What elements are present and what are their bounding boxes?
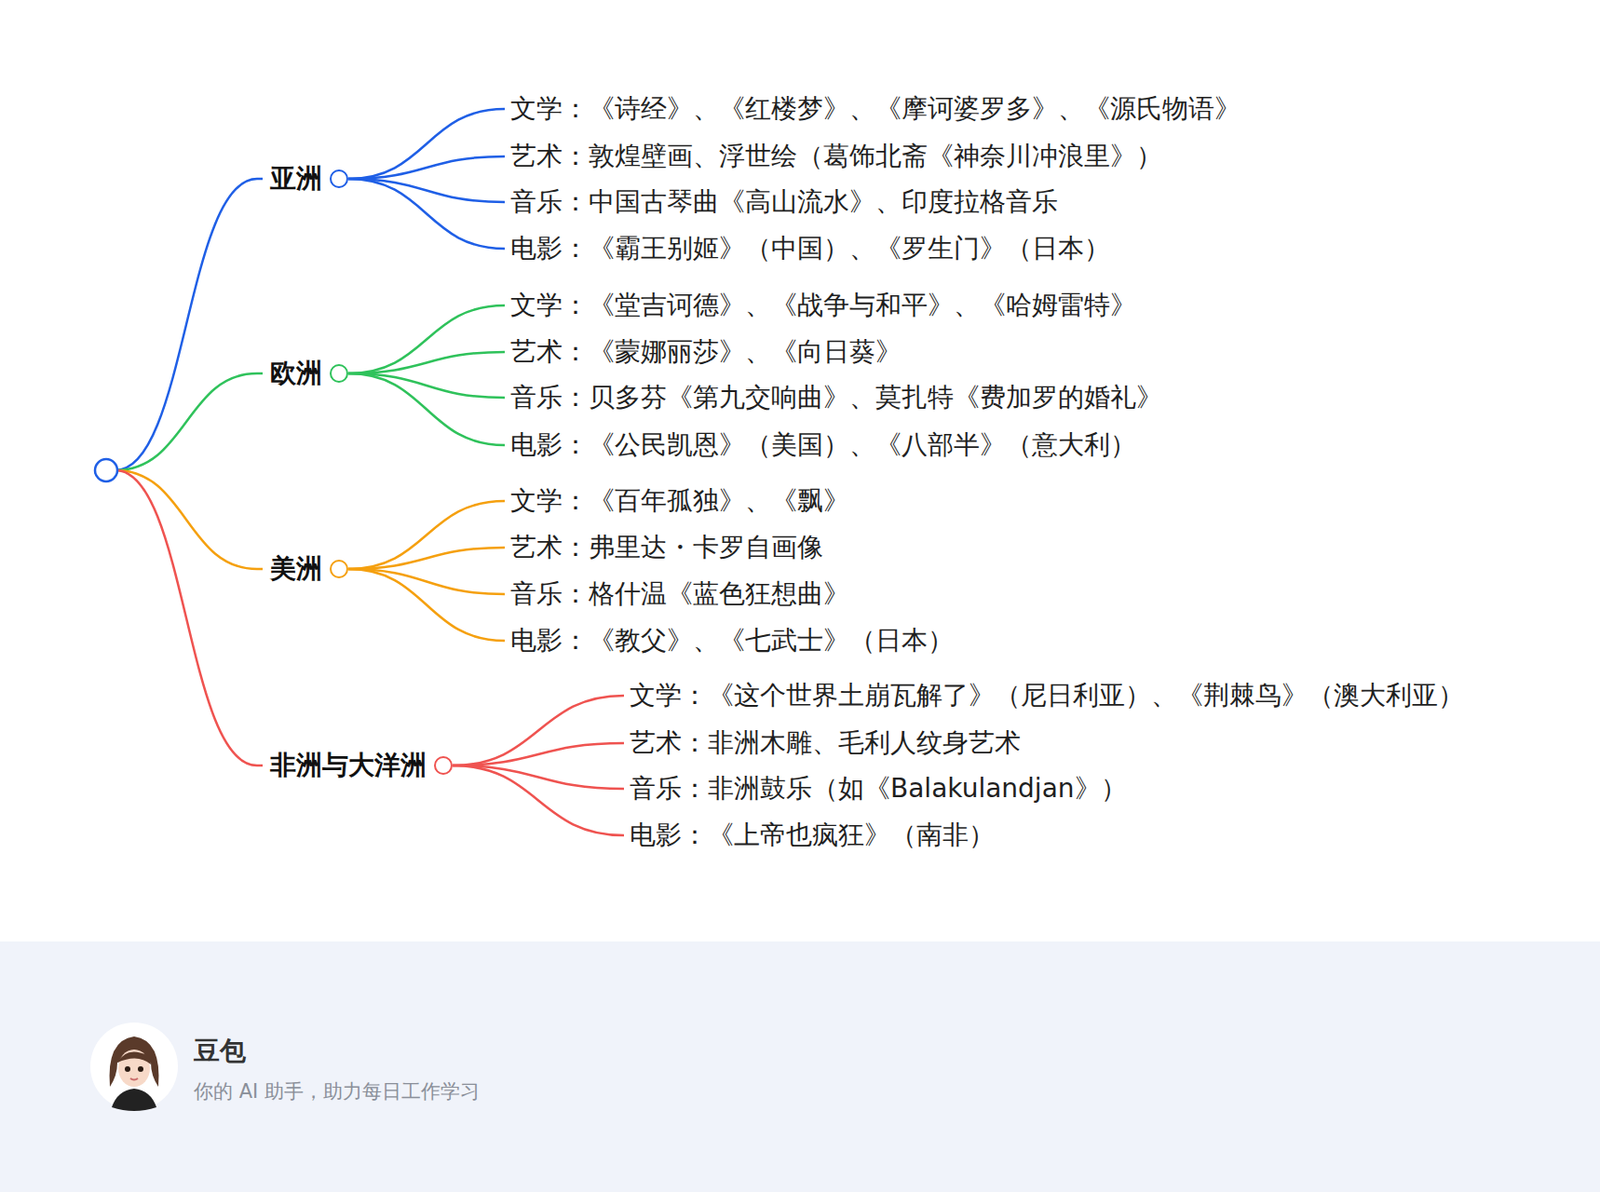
branch-node: 亚洲 — [270, 161, 349, 197]
branch-connector — [348, 373, 505, 446]
leaf-label: 音乐：中国古琴曲《高山流水》、印度拉格音乐 — [510, 184, 1058, 220]
leaf-label: 音乐：非洲鼓乐（如《Balakulandjan》） — [629, 771, 1127, 807]
leaf-node: 艺术：弗里达・卡罗自画像 — [510, 529, 824, 566]
leaf-node: 文学：《堂吉诃德》、《战争与和平》、《哈姆雷特》 — [510, 287, 1137, 324]
branch-connector — [348, 569, 505, 641]
leaf-node: 文学：《这个世界土崩瓦解了》（尼日利亚）、《荆棘鸟》（澳大利亚） — [629, 677, 1465, 714]
avatar-icon — [89, 1021, 179, 1112]
leaf-node: 电影：《上帝也疯狂》（南非） — [629, 817, 995, 854]
trunk-line — [115, 178, 263, 471]
leaf-label: 电影：《霸王别姬》（中国）、《罗生门》（日本） — [510, 230, 1111, 267]
leaf-node: 艺术：敦煌壁画、浮世绘（葛饰北斋《神奈川冲浪里》） — [510, 138, 1163, 175]
trunk-line — [115, 470, 263, 570]
leaf-node: 艺术：非洲木雕、毛利人纹身艺术 — [629, 725, 1021, 761]
leaf-label: 文学：《诗经》、《红楼梦》、《摩诃婆罗多》、《源氏物语》 — [510, 91, 1241, 127]
branch-dot — [433, 756, 453, 775]
trunk-line — [115, 470, 263, 766]
leaf-label: 文学：《堂吉诃德》、《战争与和平》、《哈姆雷特》 — [510, 287, 1137, 324]
leaf-label: 文学：《百年孤独》、《飘》 — [510, 483, 850, 519]
leaf-label: 音乐：贝多芬《第九交响曲》、莫扎特《费加罗的婚礼》 — [510, 379, 1163, 416]
leaf-node: 音乐：非洲鼓乐（如《Balakulandjan》） — [629, 771, 1127, 807]
leaf-node: 音乐：中国古琴曲《高山流水》、印度拉格音乐 — [510, 184, 1058, 220]
branch-label: 美洲 — [270, 551, 323, 587]
leaf-label: 文学：《这个世界土崩瓦解了》（尼日利亚）、《荆棘鸟》（澳大利亚） — [629, 677, 1465, 714]
footer-band — [0, 941, 1600, 1192]
branch-connector — [452, 695, 624, 766]
branch-node: 美洲 — [270, 551, 349, 587]
leaf-label: 艺术：弗里达・卡罗自画像 — [510, 529, 824, 566]
leaf-node: 音乐：格什温《蓝色狂想曲》 — [510, 576, 850, 612]
leaf-label: 电影：《公民凯恩》（美国）、《八部半》（意大利） — [510, 427, 1137, 463]
branch-connector — [348, 156, 505, 179]
leaf-label: 艺术：非洲木雕、毛利人纹身艺术 — [629, 725, 1021, 761]
app-tagline: 你的 AI 助手，助力每日工作学习 — [193, 1078, 480, 1105]
leaf-label: 电影：《上帝也疯狂》（南非） — [629, 817, 995, 854]
branch-node: 非洲与大洋洲 — [270, 747, 453, 784]
leaf-node: 电影：《教父》、《七武士》（日本） — [510, 623, 954, 659]
leaf-node: 艺术：《蒙娜丽莎》、《向日葵》 — [510, 334, 902, 370]
root-circle — [94, 459, 118, 482]
branch-dot — [329, 169, 349, 189]
branch-dot — [329, 559, 349, 579]
branch-label: 非洲与大洋洲 — [270, 747, 427, 784]
leaf-label: 电影：《教父》、《七武士》（日本） — [510, 623, 954, 659]
branch-connector — [452, 743, 624, 766]
branch-connector — [348, 569, 505, 595]
branch-connector — [348, 501, 505, 570]
branch-connector — [348, 352, 505, 374]
branch-connector — [348, 305, 505, 374]
branch-connector — [348, 547, 505, 570]
branch-label: 亚洲 — [270, 161, 323, 197]
branch-dot — [329, 364, 349, 383]
branch-label: 欧洲 — [270, 355, 323, 392]
branch-node: 欧洲 — [270, 355, 349, 392]
branch-connector — [348, 108, 505, 179]
leaf-label: 音乐：格什温《蓝色狂想曲》 — [510, 576, 850, 612]
branch-connector — [348, 178, 505, 249]
app-name: 豆包 — [193, 1033, 246, 1070]
leaf-node: 音乐：贝多芬《第九交响曲》、莫扎特《费加罗的婚礼》 — [510, 379, 1163, 416]
leaf-label: 艺术：敦煌壁画、浮世绘（葛饰北斋《神奈川冲浪里》） — [510, 138, 1163, 175]
trunk-line — [115, 373, 263, 471]
leaf-node: 电影：《公民凯恩》（美国）、《八部半》（意大利） — [510, 427, 1137, 463]
leaf-node: 文学：《百年孤独》、《飘》 — [510, 483, 850, 519]
branch-connector — [452, 765, 624, 836]
leaf-node: 电影：《霸王别姬》（中国）、《罗生门》（日本） — [510, 230, 1111, 267]
leaf-node: 文学：《诗经》、《红楼梦》、《摩诃婆罗多》、《源氏物语》 — [510, 91, 1241, 127]
leaf-label: 艺术：《蒙娜丽莎》、《向日葵》 — [510, 334, 902, 370]
